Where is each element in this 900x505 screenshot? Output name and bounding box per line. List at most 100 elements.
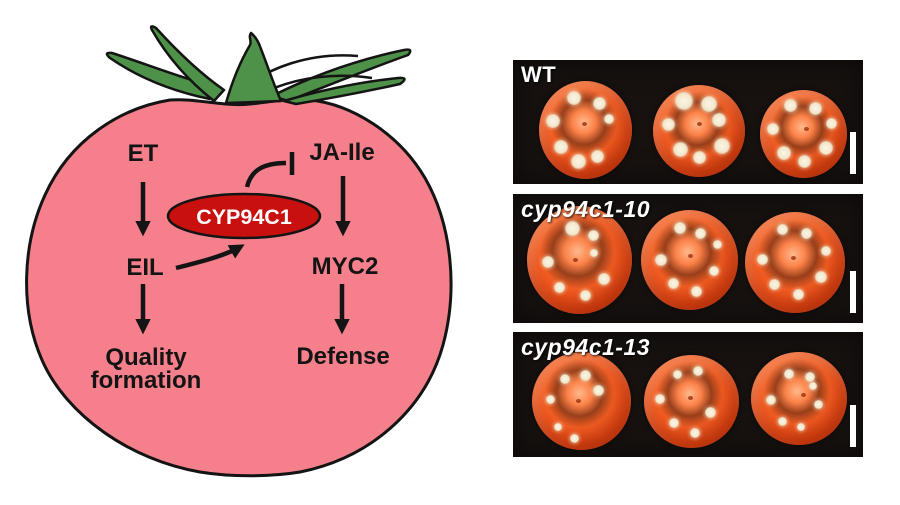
inoculation-spot <box>815 270 827 283</box>
sepal-leaf-left-far <box>105 51 220 101</box>
node-label-myc2: MYC2 <box>312 253 379 280</box>
inoculation-spot <box>783 368 794 379</box>
sepal-leaf-left-up <box>149 25 226 103</box>
inoculation-spot <box>757 254 768 266</box>
inoculation-spot <box>591 149 605 163</box>
node-label-defense: Defense <box>296 343 389 370</box>
inoculation-spot <box>545 395 555 405</box>
tomato-sepal-leaves <box>105 25 412 106</box>
inoculation-spot <box>655 394 666 405</box>
inoculation-spot <box>801 228 812 240</box>
inoculation-spot <box>695 228 707 239</box>
pathway-arrows <box>135 176 351 335</box>
node-label-eil: EIL <box>126 254 163 281</box>
inoculation-spot <box>579 369 591 381</box>
tomato-fruit-photo <box>527 206 632 314</box>
stylar-scar <box>575 399 581 404</box>
inoculation-spot <box>592 96 606 110</box>
genotype-label: cyp94c1-13 <box>521 334 651 360</box>
inoculation-spot <box>777 224 788 236</box>
activation-eil-to-cyp <box>175 244 245 271</box>
inoculation-spot <box>804 372 815 383</box>
inoculation-spot <box>689 427 700 438</box>
tomato-fruit-photo <box>760 90 847 178</box>
cyp94c1-ellipse <box>166 192 322 240</box>
inoculation-spot <box>541 255 554 268</box>
inoculation-spot <box>693 366 704 377</box>
inoculation-spot <box>673 222 686 234</box>
inoculation-spot <box>691 286 703 297</box>
tomato-fruit-photo <box>539 81 632 179</box>
tomato-fruit-photo <box>644 355 739 448</box>
inoculation-spot <box>777 417 787 427</box>
inoculation-spot <box>672 369 682 379</box>
inoculation-spot <box>553 422 562 431</box>
tomato-fruit-photo <box>653 85 745 177</box>
stylar-scar <box>687 254 693 258</box>
inoculation-spot <box>673 142 689 158</box>
inoculation-spot <box>559 373 570 384</box>
inhibition-cyp-to-jaile <box>244 152 295 188</box>
inoculation-spot <box>819 141 834 156</box>
genotype-label: WT <box>521 62 557 87</box>
inoculation-spot <box>808 102 822 116</box>
inoculation-spot <box>590 249 598 258</box>
node-label-et: ET <box>128 140 159 167</box>
inoculation-spot <box>808 381 817 390</box>
photo-panel-cyp94c1-13: cyp94c1-13 <box>513 332 863 457</box>
inoculation-spot <box>579 290 591 302</box>
node-label-formation: formation <box>91 367 202 394</box>
inoculation-spot <box>569 434 579 444</box>
inoculation-spot <box>570 153 586 169</box>
inoculation-spot <box>766 123 779 136</box>
sepal-leaf-center-peak <box>224 31 283 105</box>
inoculation-spot <box>769 278 780 290</box>
sepal-leaf-right-low <box>282 76 406 106</box>
tomato-fruit-photo <box>745 212 845 313</box>
node-label-quality: Quality <box>105 344 187 371</box>
inoculation-spot <box>712 240 722 249</box>
inoculation-spot <box>654 254 667 266</box>
stylar-scar <box>687 395 693 400</box>
node-label-ja-ile: JA-Ile <box>309 139 374 166</box>
inoculation-spot <box>798 155 812 169</box>
inhibition-curve <box>244 160 287 188</box>
inoculation-spot <box>793 288 804 300</box>
inoculation-spot <box>554 281 566 293</box>
inoculation-spot <box>797 422 806 431</box>
inoculation-spot <box>766 394 777 405</box>
inoculation-spot <box>553 139 568 154</box>
inoculation-spot <box>668 418 679 429</box>
inoculation-spot <box>821 246 831 257</box>
inoculation-spot <box>566 90 581 105</box>
tomato-fruit-photo <box>751 352 847 445</box>
inoculation-spot <box>777 146 792 161</box>
inoculation-spot <box>598 272 611 285</box>
inoculation-spot <box>814 400 824 410</box>
stylar-scar <box>697 121 703 126</box>
scale-bar <box>850 132 856 174</box>
scale-bar <box>850 405 856 447</box>
tomato-pathway-diagram: ET JA-Ile CYP94C1 EIL MYC2 Quality forma… <box>25 25 453 478</box>
stylar-scar <box>791 256 796 261</box>
inoculation-spot <box>564 221 580 237</box>
photo-panel-wt: WT <box>513 60 863 184</box>
genotype-label: cyp94c1-10 <box>521 196 651 222</box>
inoculation-spot <box>668 278 680 289</box>
inoculation-spot <box>662 118 676 132</box>
inoculation-spot <box>826 118 838 130</box>
stylar-scar <box>803 126 809 131</box>
stylar-scar <box>800 392 806 397</box>
inoculation-spot <box>784 98 798 112</box>
inoculation-spot <box>708 266 719 276</box>
stylar-scar <box>573 257 579 262</box>
inoculation-spot <box>546 114 561 129</box>
inoculation-spot <box>675 92 694 111</box>
inoculation-spot <box>704 407 716 419</box>
photo-panel-cyp94c1-10: cyp94c1-10 <box>513 194 863 323</box>
inoculation-spot <box>693 151 707 165</box>
tomato-fruit-photo <box>532 352 631 450</box>
inoculation-spot <box>587 229 599 241</box>
